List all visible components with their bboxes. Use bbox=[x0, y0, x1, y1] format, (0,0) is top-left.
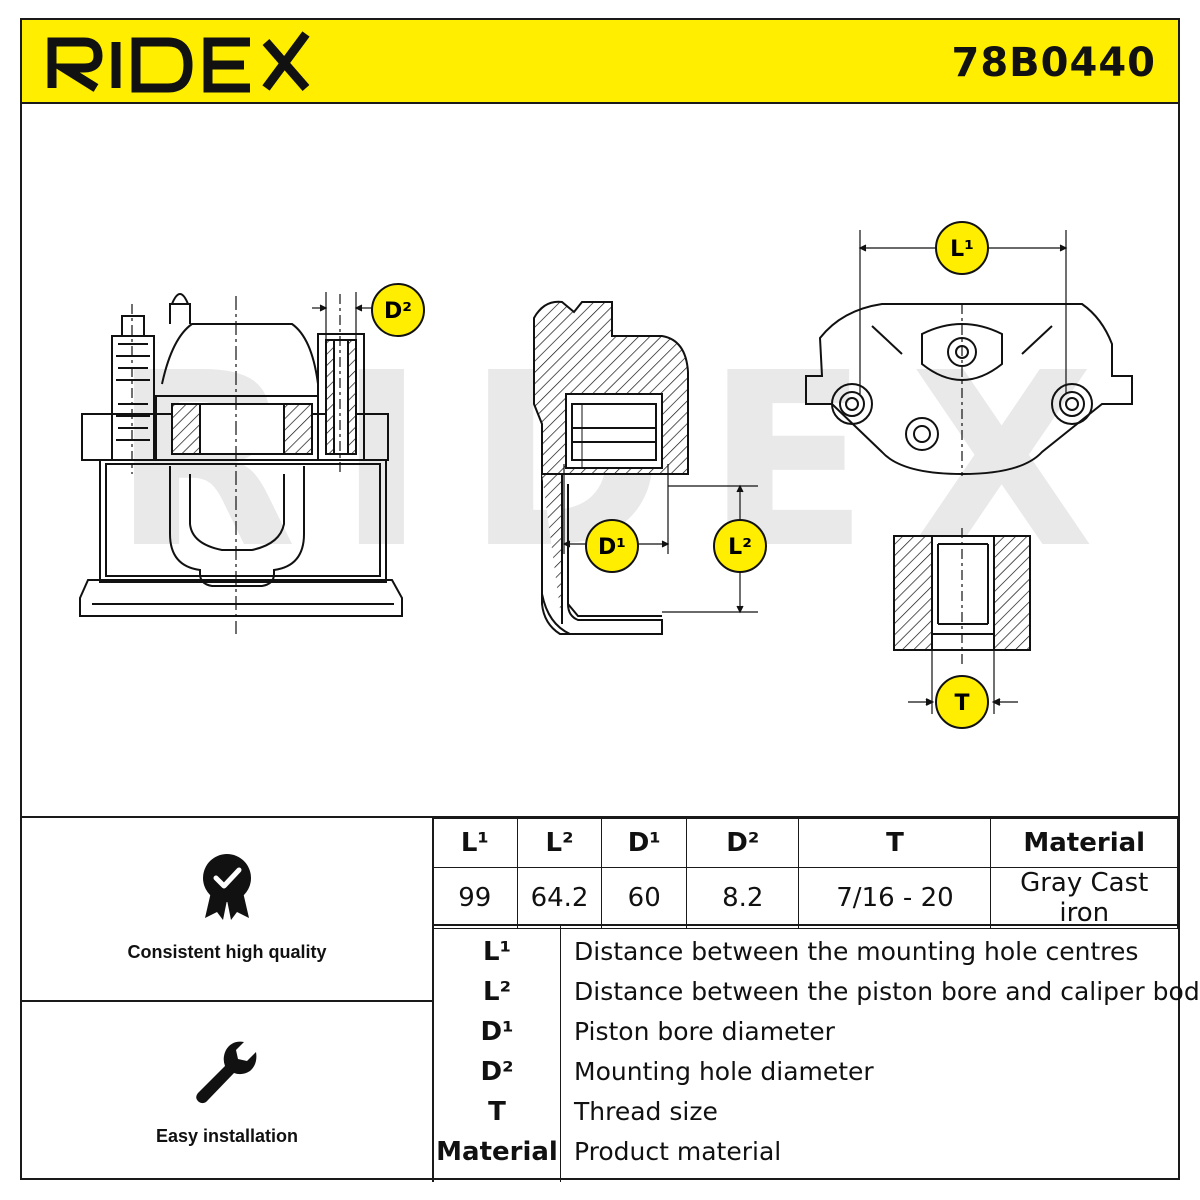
value-cell: 8.2 bbox=[686, 867, 800, 929]
header-cell: Material bbox=[990, 818, 1178, 868]
legend-desc: Distance between the piston bore and cal… bbox=[574, 977, 1200, 1006]
value-cell: Gray Cast iron bbox=[990, 867, 1178, 929]
table-header-row: L¹ L² D¹ D² T Material bbox=[432, 818, 1178, 868]
list-item: D² Mounting hole diameter bbox=[434, 1052, 1178, 1092]
badge-t: T bbox=[935, 675, 989, 729]
feature-installation: Easy installation bbox=[22, 1002, 432, 1182]
legend-desc: Thread size bbox=[574, 1097, 718, 1126]
legend-desc: Distance between the mounting hole centr… bbox=[574, 937, 1139, 966]
legend-key: D¹ bbox=[480, 1017, 514, 1047]
header-cell: L¹ bbox=[432, 818, 518, 868]
value-cell: 60 bbox=[601, 867, 688, 929]
badge-l1: L¹ bbox=[935, 221, 989, 275]
d2-dimension bbox=[312, 292, 372, 340]
part-number: 78B0440 bbox=[951, 40, 1156, 86]
legend-list: L¹ Distance between the mounting hole ce… bbox=[434, 924, 1200, 1182]
value-cell: 7/16 - 20 bbox=[798, 867, 992, 929]
feature-quality: Consistent high quality bbox=[22, 818, 432, 1000]
list-item: D¹ Piston bore diameter bbox=[434, 1012, 1178, 1052]
header-cell: T bbox=[798, 818, 992, 868]
header-cell: L² bbox=[516, 818, 603, 868]
svg-text:D²: D² bbox=[384, 299, 412, 324]
list-item: L¹ Distance between the mounting hole ce… bbox=[434, 932, 1178, 972]
legend-key: Material bbox=[436, 1137, 558, 1167]
header-cell: D² bbox=[686, 818, 800, 868]
wrench-icon bbox=[196, 1041, 257, 1104]
technical-drawing: RIDEX bbox=[22, 104, 1178, 816]
legend-desc: Product material bbox=[574, 1137, 782, 1166]
legend-key: L¹ bbox=[483, 937, 511, 967]
value-cell: 99 bbox=[432, 867, 518, 929]
badge-d2: D² bbox=[371, 283, 425, 337]
dimensions-table: L¹ L² D¹ D² T Material 99 64.2 60 8.2 7/… bbox=[432, 818, 1178, 929]
legend-key: L² bbox=[483, 977, 511, 1007]
caliper-section-view bbox=[533, 300, 689, 635]
svg-text:T: T bbox=[954, 691, 969, 716]
badge-l2: L² bbox=[713, 519, 767, 573]
ridex-logo bbox=[47, 31, 310, 93]
specs-section: Consistent high quality Easy installatio… bbox=[22, 816, 1200, 1182]
divider bbox=[432, 818, 434, 1182]
caliper-front-view bbox=[79, 293, 403, 634]
thread-section bbox=[893, 528, 1031, 714]
legend-desc: Mounting hole diameter bbox=[574, 1057, 874, 1086]
product-sheet: 78B0440 RIDEX bbox=[20, 18, 1200, 1182]
legend-desc: Piston bore diameter bbox=[574, 1017, 835, 1046]
legend-key: T bbox=[488, 1097, 506, 1127]
value-cell: 64.2 bbox=[516, 867, 603, 929]
table-row: 99 64.2 60 8.2 7/16 - 20 Gray Cast iron bbox=[432, 867, 1178, 929]
legend-key: D² bbox=[480, 1057, 514, 1087]
caliper-drawing: RIDEX bbox=[79, 221, 1133, 729]
list-item: T Thread size bbox=[434, 1092, 1178, 1132]
svg-text:D¹: D¹ bbox=[598, 535, 626, 560]
feature-label: Easy installation bbox=[155, 1126, 299, 1146]
list-item: L² Distance between the piston bore and … bbox=[434, 972, 1200, 1012]
divider bbox=[22, 1000, 432, 1002]
feature-label: Consistent high quality bbox=[127, 942, 327, 962]
header-cell: D¹ bbox=[601, 818, 688, 868]
divider bbox=[560, 926, 561, 1182]
svg-text:L²: L² bbox=[728, 535, 752, 560]
list-item: Material Product material bbox=[434, 1132, 1178, 1172]
badge-d1: D¹ bbox=[585, 519, 639, 573]
header-bar: 78B0440 bbox=[22, 20, 1178, 104]
quality-badge-icon bbox=[203, 854, 251, 920]
caliper-top-view bbox=[805, 303, 1133, 476]
svg-text:L¹: L¹ bbox=[950, 237, 974, 262]
